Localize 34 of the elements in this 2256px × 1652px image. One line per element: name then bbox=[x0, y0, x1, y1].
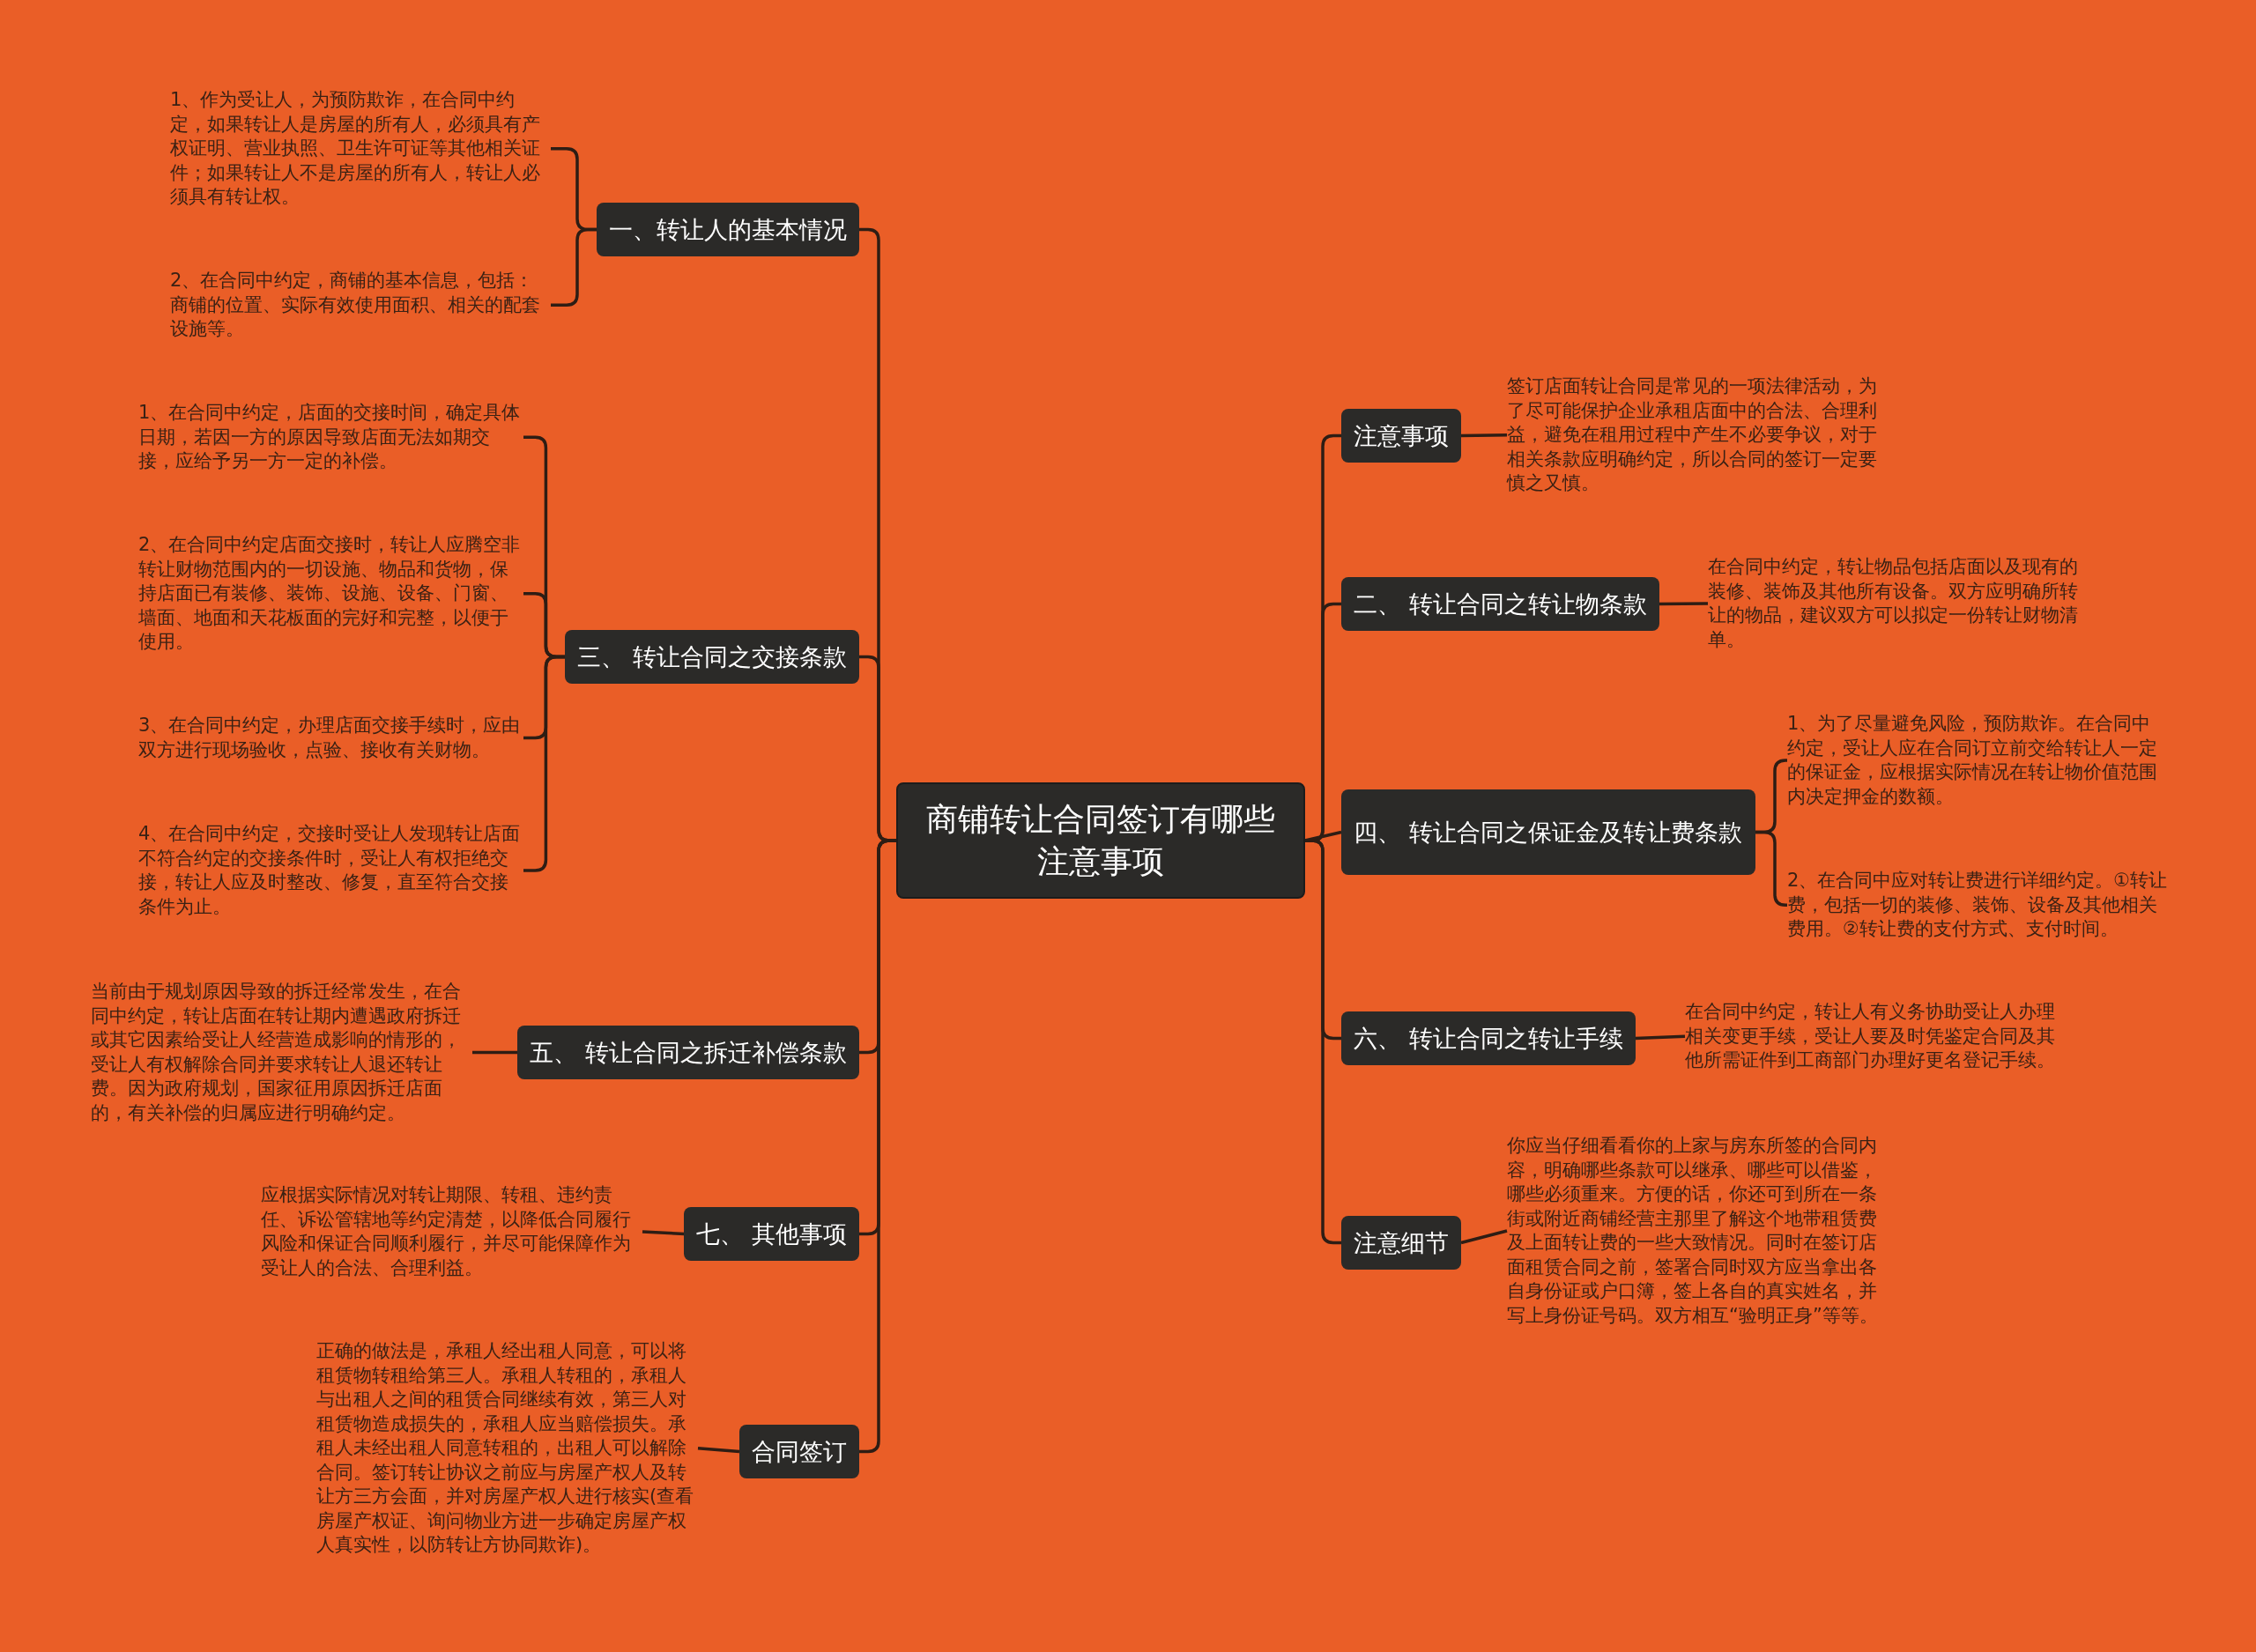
topic-box: 五、 转让合同之拆迁补偿条款 bbox=[517, 1026, 859, 1079]
central-topic-box: 商铺转让合同签订有哪些注意事项 bbox=[896, 782, 1305, 899]
topic-box: 一、转让人的基本情况 bbox=[597, 203, 859, 256]
connector-line bbox=[1635, 1034, 1686, 1041]
note-text: 2、在合同中应对转让费进行详细约定。①转让费，包括一切的装修、装饰、设备及其他相关费用。②转让费的支付方式、支付时间。 bbox=[1787, 869, 2169, 942]
note-text: 当前由于规划原因导致的拆迁经常发生，在合同中约定，转让店面在转让期内遭遇政府拆迁或其它因素给受让人经营造成影响的情形的，受让人有权解除合同并要求转让人退还转让费。因为政府规划，国家征用原因拆迁店面的，有关补偿的归属应进行明确约定。 bbox=[91, 980, 472, 1125]
note-text: 1、在合同中约定，店面的交接时间，确定具体日期，若因一方的原因导致店面无法如期交接，应给予另一方一定的补偿。 bbox=[138, 401, 523, 474]
connector-line bbox=[1460, 433, 1508, 438]
connector-line bbox=[1659, 602, 1708, 606]
note-text: 在合同中约定，转让物品包括店面以及现有的装修、装饰及其他所有设备。双方应明确所转让的物品，建议双方可以拟定一份转让财物清单。 bbox=[1708, 555, 2089, 652]
topic-box: 六、 转让合同之转让手续 bbox=[1341, 1011, 1636, 1065]
note-text: 签订店面转让合同是常见的一项法律活动，为了尽可能保护企业承租店面中的合法、合理利益，避免在租用过程中产生不必要争议，对于相关条款应明确约定，所以合同的签订一定要慎之又慎。 bbox=[1507, 374, 1889, 496]
topic-box: 二、 转让合同之转让物条款 bbox=[1341, 577, 1659, 631]
topic-box: 三、 转让合同之交接条款 bbox=[565, 630, 859, 684]
connector-line bbox=[697, 1447, 740, 1454]
note-text: 正确的做法是，承租人经出租人同意，可以将租赁物转租给第三人。承租人转租的，承租人与出租人之间的租赁合同继续有效，第三人对租赁物造成损失的，承租人应当赔偿损失。承租人未经出租人同意转租的，出租人可以解除合同。签订转让协议之前应与房屋产权人及转让方三方会面，并对房屋产权人进行核实(查看房屋产权证、询问物业方进一步确定房屋产权人真实性，以防转让方协同欺诈)。 bbox=[316, 1339, 698, 1558]
connector-line bbox=[1305, 839, 1341, 1245]
note-text: 2、在合同中约定，商铺的基本信息，包括：商铺的位置、实际有效使用面积、相关的配套设施等。 bbox=[170, 269, 551, 342]
topic-box: 七、 其他事项 bbox=[684, 1207, 859, 1261]
topic-box: 注意事项 bbox=[1341, 409, 1461, 463]
note-text: 4、在合同中约定，交接时受让人发现转让店面不符合约定的交接条件时，受让人有权拒绝交接，转让人应及时整改、修复，直至符合交接条件为止。 bbox=[138, 822, 523, 919]
note-text: 你应当仔细看看你的上家与房东所签的合同内容，明确哪些条款可以继承、哪些可以借鉴，哪些必须重来。方便的话，你还可到所在一条街或附近商铺经营主那里了解这个地带租赁费及上面转让费的一些大致情况。同时在签订店面租赁合同之前，签署合同时双方应当拿出各自身份证或户口簿，签上各自的真实姓名，并写上身份证号码。双方相互“验明正身”等等。 bbox=[1507, 1134, 1889, 1328]
topic-box: 四、 转让合同之保证金及转让费条款 bbox=[1341, 789, 1755, 875]
note-text: 应根据实际情况对转让期限、转租、违约责任、诉讼管辖地等约定清楚，以降低合同履行风险和保证合同顺利履行，并尽可能保障作为受让人的合法、合理利益。 bbox=[261, 1183, 642, 1280]
topic-box: 合同签订 bbox=[739, 1425, 859, 1478]
topic-box: 注意细节 bbox=[1341, 1216, 1461, 1270]
note-text: 1、作为受让人，为预防欺诈，在合同中约定，如果转让人是房屋的所有人，必须具有产权证明、营业执照、卫生许可证等其他相关证件；如果转让人不是房屋的所有人，转让人必须具有转让权。 bbox=[170, 88, 551, 210]
note-text: 在合同中约定，转让人有义务协助受让人办理相关变更手续，受让人要及时凭鉴定合同及其他所需证件到工商部门办理好更名登记手续。 bbox=[1685, 1000, 2067, 1073]
connector-line bbox=[642, 1230, 685, 1236]
connector-line bbox=[1460, 1229, 1508, 1245]
note-text: 3、在合同中约定，办理店面交接手续时，应由双方进行现场验收，点验、接收有关财物。 bbox=[138, 714, 523, 762]
note-text: 2、在合同中约定店面交接时，转让人应腾空非转让财物范围内的一切设施、物品和货物，保持店面已有装修、装饰、设施、设备、门窗、墙面、地面和天花板面的完好和完整，以便于使用。 bbox=[138, 533, 523, 655]
connector-line bbox=[472, 1050, 518, 1055]
note-text: 1、为了尽量避免风险，预防欺诈。在合同中约定，受让人应在合同订立前交给转让人一定的保证金，应根据实际情况在转让物价值范围内决定押金的数额。 bbox=[1787, 712, 2169, 809]
